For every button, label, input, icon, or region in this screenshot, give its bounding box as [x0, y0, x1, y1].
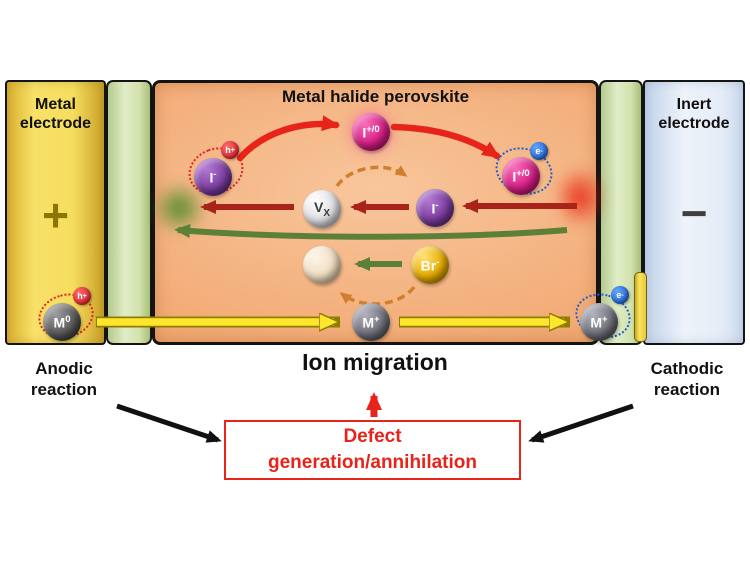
- metal-ion-center: M+: [352, 303, 390, 341]
- ion-migration-label: Ion migration: [302, 349, 448, 375]
- anode-plus-sign: +: [42, 189, 69, 241]
- halide-interstitial-top: I+/0: [352, 113, 390, 151]
- cathodic-reaction-label: Cathodic reaction: [650, 359, 724, 400]
- iodide-ion-left: I-: [194, 158, 232, 196]
- black-arrow-anodic-to-defect: [116, 403, 222, 443]
- cathode-minus-sign: −: [680, 187, 708, 239]
- metal-electrode-label: Metal electrode: [19, 96, 92, 133]
- halide-vacancy: VX: [303, 190, 341, 228]
- inert-electrode-panel: [643, 80, 745, 345]
- halide-interstitial-right: I+/0: [502, 157, 540, 195]
- defect-line1: Defect: [343, 426, 402, 448]
- contact-bar: [634, 272, 647, 342]
- red-emission-glow: [554, 166, 606, 228]
- metal-ion-cathode: M+: [580, 303, 618, 341]
- bromide-ion: Br-: [411, 246, 449, 284]
- hole-icon: h+: [73, 287, 91, 305]
- electron-icon: e-: [530, 142, 548, 160]
- metal-electrode-panel: [5, 80, 106, 345]
- metal-atom-anode: M0: [43, 303, 81, 341]
- hole-icon: h+: [221, 141, 239, 159]
- electron-icon: e-: [611, 286, 629, 304]
- inert-electrode-label: Inert electrode: [658, 96, 730, 133]
- perovskite-title: Metal halide perovskite: [281, 87, 470, 106]
- empty-vacancy-site: [303, 246, 341, 284]
- black-arrow-cathodic-to-defect: [528, 403, 634, 443]
- iodide-ion-center: I-: [416, 189, 454, 227]
- anodic-reaction-label: Anodic reaction: [30, 359, 98, 400]
- defect-generation-box: Defect generation/annihilation: [224, 420, 521, 480]
- defect-line2: generation/annihilation: [267, 452, 477, 473]
- interface-layer-left: [106, 80, 152, 345]
